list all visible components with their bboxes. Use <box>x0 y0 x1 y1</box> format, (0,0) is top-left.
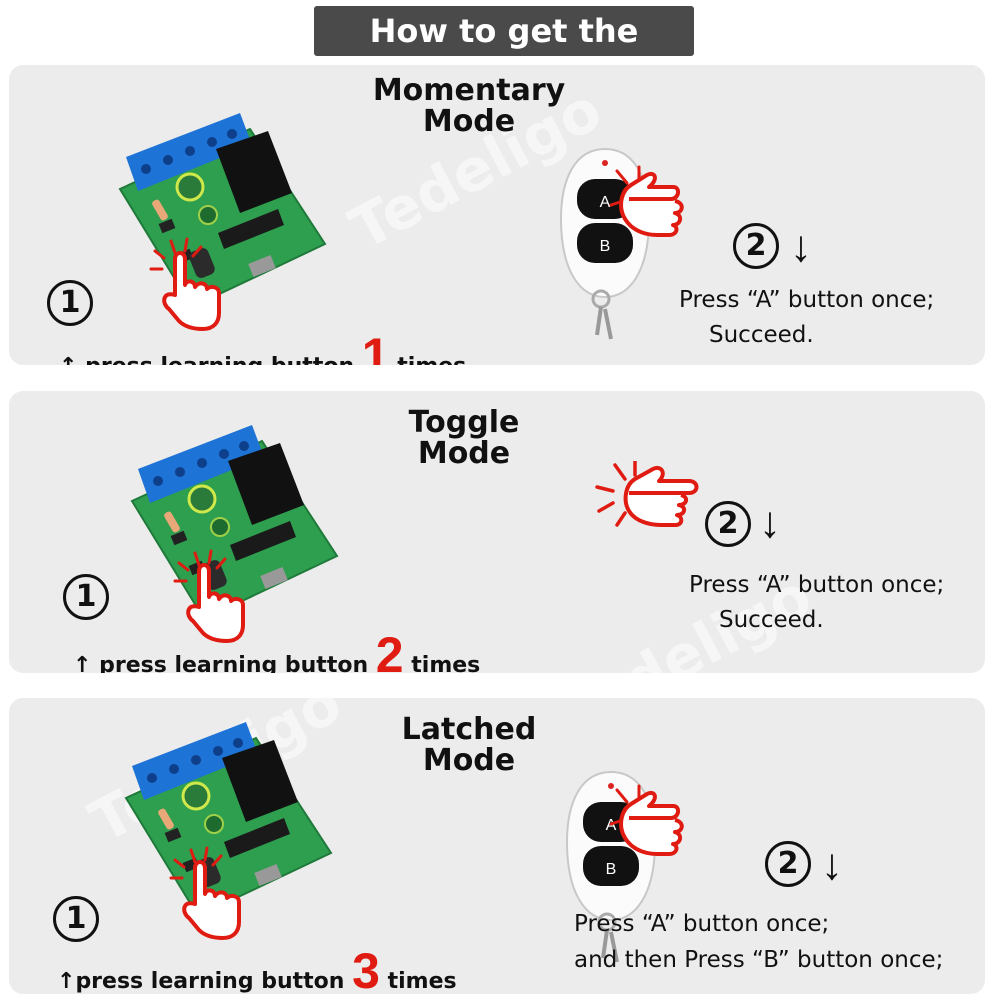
step1-suffix: times <box>397 354 466 365</box>
step1-prefix: press learning button <box>99 653 369 673</box>
mode-title-line1: Toggle <box>408 405 520 440</box>
step1-suffix: times <box>411 653 481 673</box>
step1-instruction: ↑press learning button 3 times <box>57 942 457 994</box>
mode-title: Momentary Mode <box>369 75 569 137</box>
arrow-down-icon: ↓ <box>790 222 812 271</box>
momentary-mode-panel: Tedeligo Momentary Mode 1 ↑ press learni… <box>9 65 985 365</box>
hand-press-icon <box>609 784 684 856</box>
mode-title-line1: Momentary <box>372 73 566 108</box>
latched-mode-panel: Tedeligo Latched Mode 1 ↑press learning … <box>9 698 985 994</box>
step2-instruction-line1: Press “A” button once; <box>689 572 945 598</box>
mode-title-line2: Mode <box>422 743 516 778</box>
step1-prefix: press learning button <box>75 969 345 994</box>
arrow-down-icon: ↓ <box>759 498 781 547</box>
step2-circled-number-icon: 2 <box>705 501 751 547</box>
mode-title: Latched Mode <box>369 714 569 776</box>
step1-count: 3 <box>352 943 380 994</box>
arrow-down-icon: ↓ <box>821 840 843 889</box>
step1-circled-number-icon: 1 <box>47 280 93 326</box>
arrow-up-icon: ↑ <box>73 653 100 673</box>
mode-title-line2: Mode <box>422 104 516 139</box>
mode-title-line1: Latched <box>401 712 537 747</box>
step2-instruction-line1: Press “A” button once; <box>574 911 830 937</box>
step1-prefix: press learning button <box>85 354 354 365</box>
page-title-banner: How to get the signal <box>314 6 694 100</box>
remote-button-a: A <box>606 817 617 834</box>
toggle-mode-panel: Tedeligo Toggle Mode 1 ↑ press learning … <box>9 391 985 673</box>
step1-instruction: ↑ press learning button 2 times <box>73 626 480 673</box>
step1-count: 2 <box>375 627 404 673</box>
hand-press-icon <box>169 846 241 940</box>
arrow-up-icon: ↑ <box>59 354 85 365</box>
step1-instruction: ↑ press learning button 1 times <box>59 327 466 365</box>
hand-press-icon <box>595 461 699 527</box>
step1-suffix: times <box>387 969 457 994</box>
arrow-up-icon: ↑ <box>57 969 76 994</box>
mode-title-line2: Mode <box>417 436 511 471</box>
step2-instruction-line1: Press “A” button once; <box>679 287 935 313</box>
step1-count: 1 <box>361 328 390 365</box>
remote-button-b: B <box>600 238 611 255</box>
step1-circled-number-icon: 1 <box>63 574 109 620</box>
remote-control-image: A B <box>559 147 651 341</box>
hand-press-icon <box>149 237 221 331</box>
remote-button-a: A <box>600 194 611 211</box>
remote-control-image: A B <box>565 770 657 964</box>
step2-instruction-line2: Succeed. <box>709 322 814 348</box>
hand-press-icon <box>609 165 684 237</box>
step1-circled-number-icon: 1 <box>53 896 99 942</box>
step2-instruction-line2: and then Press “B” button once; <box>574 947 944 973</box>
mode-title: Toggle Mode <box>364 407 564 469</box>
remote-button-b: B <box>606 861 617 878</box>
step2-circled-number-icon: 2 <box>765 841 811 887</box>
step2-instruction-line2: Succeed. <box>719 607 824 633</box>
step2-circled-number-icon: 2 <box>733 223 779 269</box>
